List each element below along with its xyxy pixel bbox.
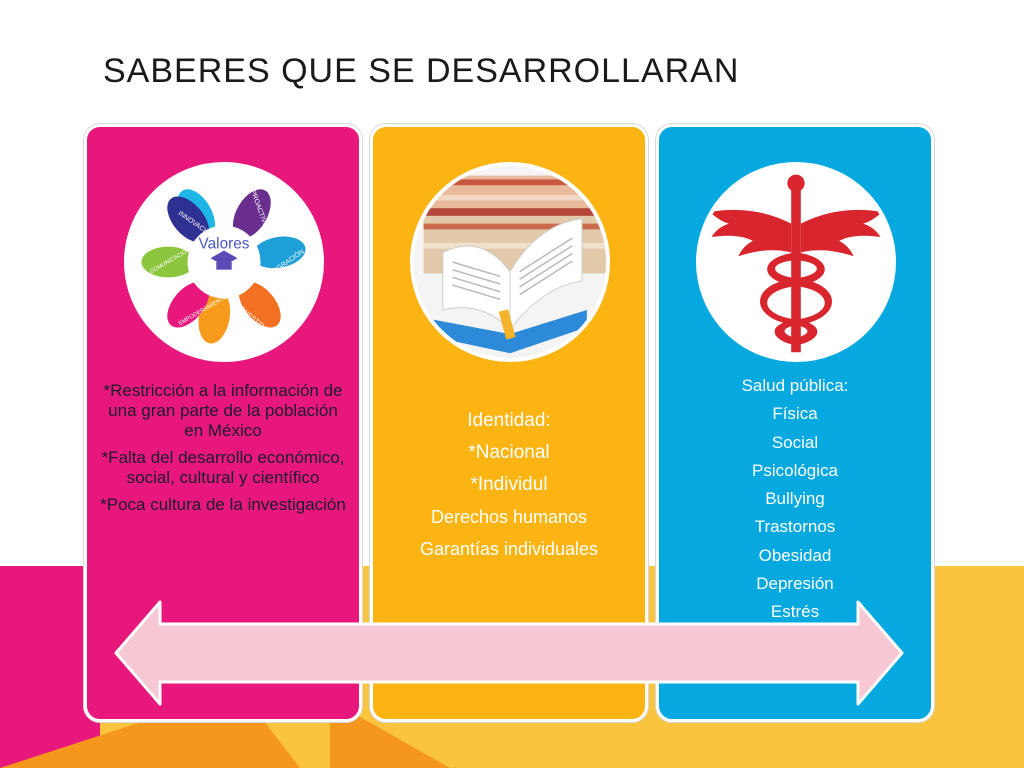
identity-line-4: Derechos humanos bbox=[430, 507, 588, 527]
slide-title: SABERES QUE SE DESARROLLARAN bbox=[103, 52, 740, 90]
problem-line-3: *Poca cultura de la investigación bbox=[100, 495, 346, 514]
health-line-6: Trastornos bbox=[754, 517, 836, 537]
double-headed-arrow-icon bbox=[114, 600, 904, 706]
panel-health: Salud pública: Física Social Psicológica… bbox=[656, 124, 934, 722]
health-line-8: Depresión bbox=[756, 574, 834, 594]
health-line-1: Salud pública: bbox=[741, 376, 849, 395]
open-book-image bbox=[410, 162, 610, 362]
identity-line-5: Garantías individuales bbox=[419, 539, 599, 559]
identity-line-1: Identidad: bbox=[467, 410, 551, 431]
health-line-2: Física bbox=[772, 404, 818, 424]
valores-label: Valores bbox=[199, 236, 250, 253]
caduceus-icon bbox=[696, 162, 896, 362]
health-line-5: Bullying bbox=[765, 489, 825, 509]
health-line-7: Obesidad bbox=[758, 545, 832, 565]
health-line-4: Psicológica bbox=[752, 460, 838, 480]
identity-line-2: *Nacional bbox=[468, 442, 550, 463]
background-magenta-block bbox=[0, 566, 100, 768]
panel-problems: Valores INNOVACIÓN PROACTIVIDAD COMUNICA… bbox=[84, 124, 362, 722]
health-line-9: Estrés bbox=[770, 602, 820, 622]
health-line-3: Social bbox=[771, 432, 819, 452]
values-hands-image: Valores INNOVACIÓN PROACTIVIDAD COMUNICA… bbox=[124, 162, 324, 362]
identity-line-3: *Individul bbox=[470, 474, 548, 495]
panel-identity: Identidad: *Nacional *Individul Derechos… bbox=[370, 124, 648, 722]
problem-line-1: *Restricción a la información de una gra… bbox=[103, 381, 343, 440]
panel-problems-text: *Restricción a la información de una gra… bbox=[97, 381, 349, 522]
panel-identity-text: Identidad: *Nacional *Individul Derechos… bbox=[383, 405, 635, 565]
problem-line-2: *Falta del desarrollo económico, social,… bbox=[101, 448, 345, 487]
panel-health-text: Salud pública: Física Social Psicológica… bbox=[669, 372, 921, 627]
